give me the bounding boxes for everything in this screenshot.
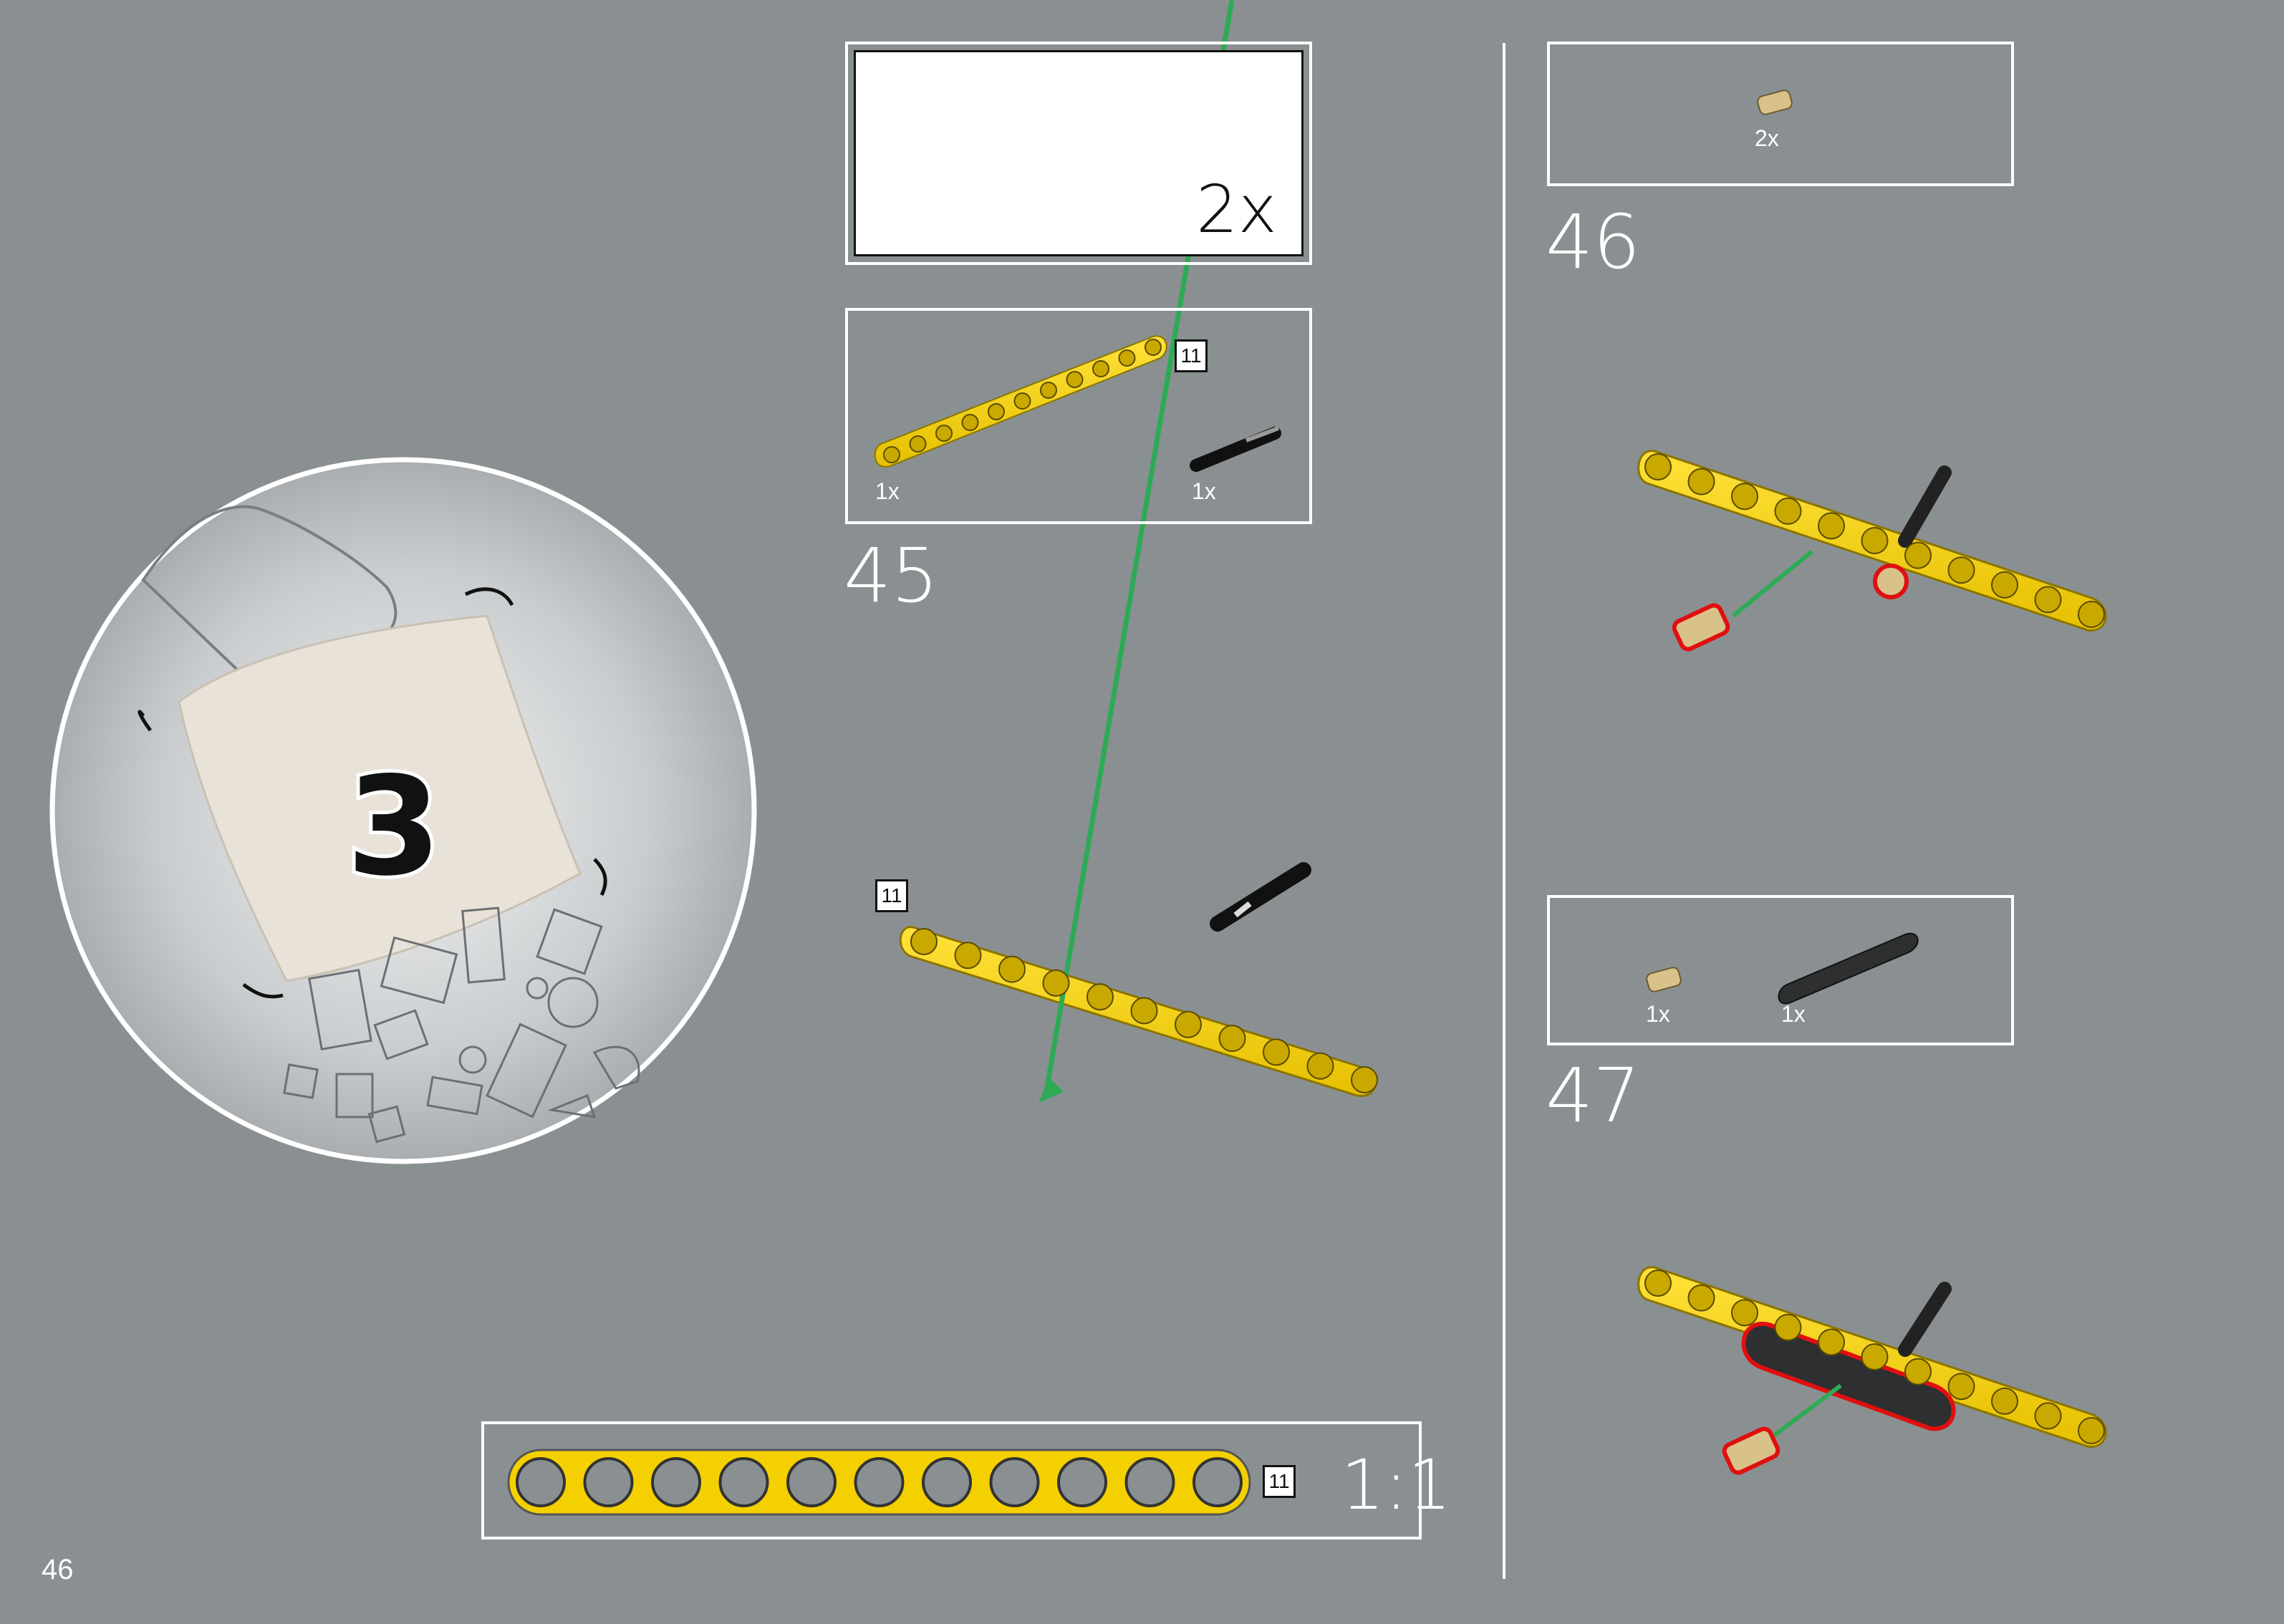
beam-hole [1086,983,1114,1011]
step47-part2-qty: 1x [1781,1001,1806,1027]
step45-part1-qty: 1x [875,478,900,504]
step45-beam-length-label: 11 [1175,339,1208,372]
beam-hole [1263,1038,1290,1066]
beam-hole [1306,1052,1334,1080]
beam-hole [1774,497,1802,525]
beam-hole [883,446,900,463]
beam-hole [998,955,1026,983]
step45-number: 45 [844,532,939,619]
beam-hole [1687,1284,1715,1312]
beam-hole [954,942,982,970]
beam-hole [909,435,927,453]
beam-hole [1731,483,1758,511]
beam-hole [1861,527,1889,554]
beam-hole [1947,1373,1975,1401]
step47-number: 47 [1546,1052,1641,1139]
ruler-hole [854,1457,905,1507]
beam-hole [1861,1343,1889,1371]
beam-hole [1040,382,1057,399]
beam-hole [988,403,1005,420]
submodel-multiplier: 2x [1196,171,1277,248]
ruler-box [481,1421,1422,1540]
beam-hole [910,928,938,955]
beam-hole [1904,1358,1932,1386]
step46-number: 46 [1546,198,1641,286]
axle-pin-part [1190,426,1281,472]
bag-number: 3 [343,748,445,906]
ruler-hole [786,1457,837,1507]
beam-hole [1991,571,2018,599]
beam-hole [1947,556,1975,584]
beam-hole [1818,512,1845,540]
ruler-length-label: 11 [1263,1465,1296,1498]
beam-hole [1904,541,1932,569]
beam-hole [2034,586,2062,614]
step47-parts [1646,932,1919,1005]
beam-hole [1644,1270,1672,1297]
beam-hole [1818,1328,1845,1356]
ruler-hole [1192,1457,1243,1507]
ruler-hole [989,1457,1040,1507]
ruler-hole [651,1457,701,1507]
ruler-hole [922,1457,972,1507]
step47-part1-qty: 1x [1646,1001,1670,1027]
step46-parts-pin [1757,90,1793,115]
beam-hole [1991,1387,2018,1415]
beam-hole [1218,1025,1246,1053]
beam-hole [1092,360,1109,377]
beam-hole [1731,1299,1758,1327]
step45-parts-box [845,308,1312,524]
beam-hole [961,414,979,431]
submodel-callout: 2x [845,42,1312,265]
page-number: 46 [42,1554,74,1585]
bag-number-badge: 3 [337,755,451,899]
ruler-hole [718,1457,769,1507]
beam-hole [1042,969,1070,997]
beam-hole [1130,997,1158,1025]
ruler-scale: 1:1 [1341,1445,1452,1525]
beam-hole [1644,453,1672,480]
beam-hole [1145,339,1162,356]
beam-hole [2078,601,2105,628]
step46-parts-box [1547,42,2014,186]
bag-illustration [49,457,757,1164]
beam-hole [1351,1066,1378,1093]
submodel-inner [854,50,1304,256]
beam-hole [2078,1417,2105,1444]
beam-hole [935,425,953,442]
beam-hole [1066,371,1084,388]
beam-hole [1774,1313,1802,1341]
step47-parts-box [1547,895,2014,1045]
ruler-hole [1057,1457,1107,1507]
ruler-hole [583,1457,634,1507]
beam-hole [1118,349,1136,367]
beam-hole [2034,1402,2062,1430]
ruler-hole [516,1457,566,1507]
step45-callout-length: 11 [875,879,908,912]
beam-hole [1175,1010,1202,1038]
beam-hole [1687,468,1715,496]
step46-part1-qty: 2x [1755,125,1779,151]
step45-part2-qty: 1x [1192,478,1216,504]
ruler-hole [1124,1457,1175,1507]
beam-hole [1013,392,1031,410]
